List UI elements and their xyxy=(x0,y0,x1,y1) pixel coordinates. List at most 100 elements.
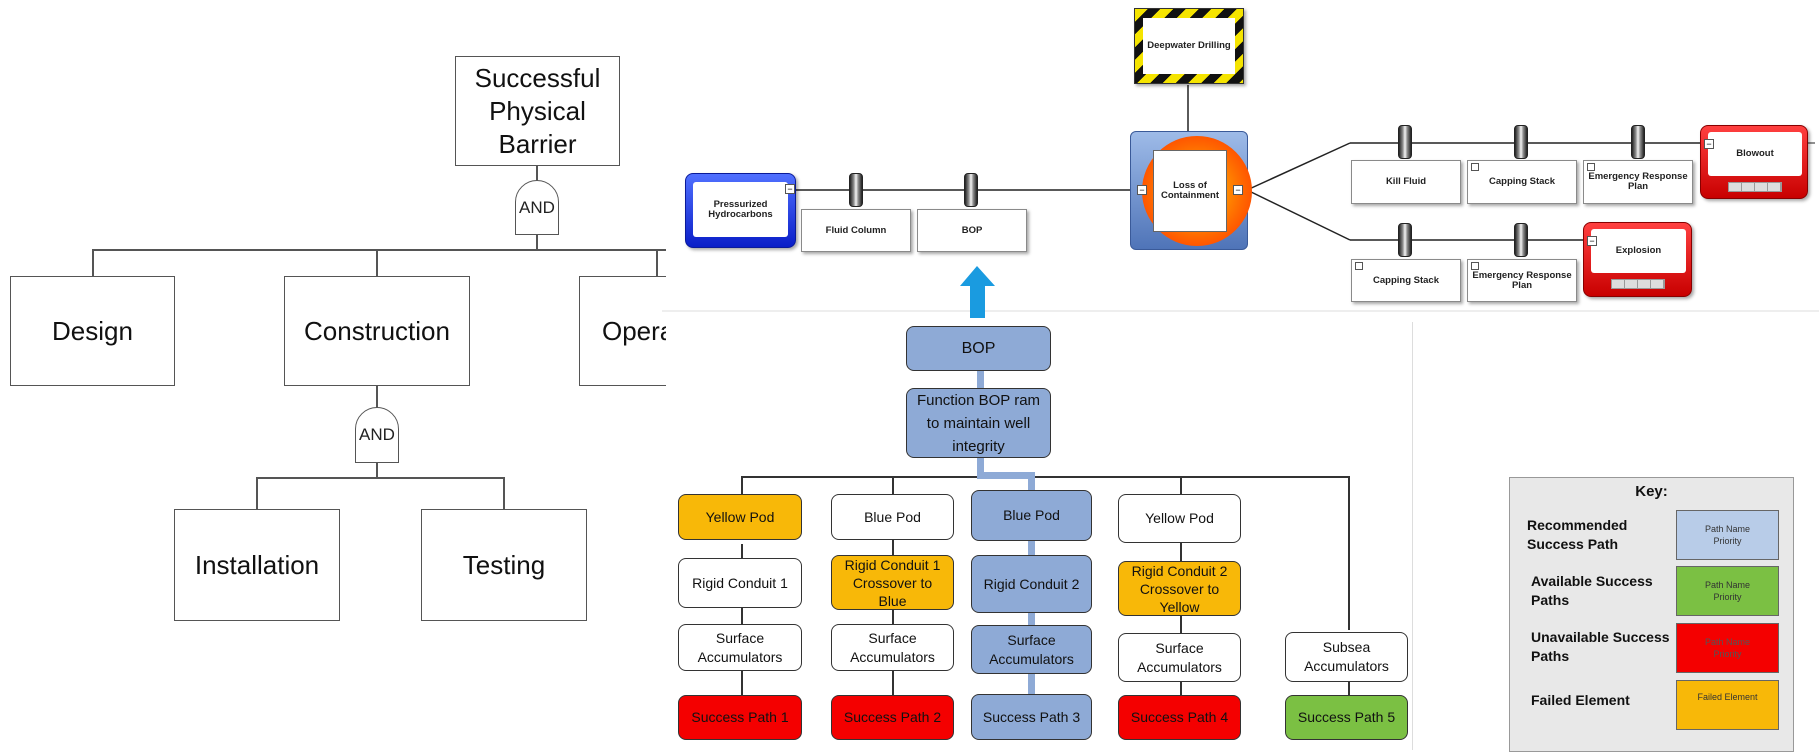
connector xyxy=(536,235,538,249)
node-success-path-3[interactable]: Success Path 3 xyxy=(971,694,1092,740)
connector xyxy=(1180,476,1182,494)
collapse-icon[interactable]: − xyxy=(1137,185,1147,195)
connector xyxy=(1348,476,1350,630)
mitigation-emergency-response[interactable]: Emergency Response Plan xyxy=(1583,160,1693,204)
document-icon xyxy=(1471,163,1479,171)
mitigation-capping-stack-lower[interactable]: Capping Stack xyxy=(1351,259,1461,302)
document-icon xyxy=(1471,262,1479,270)
node-bop[interactable]: BOP xyxy=(906,326,1051,371)
connector xyxy=(741,671,743,695)
collapse-icon[interactable]: − xyxy=(785,184,795,194)
node-function-bop[interactable]: Function BOP ram to maintain well integr… xyxy=(906,388,1051,458)
legend: Key: Recommended Success Path Path Name … xyxy=(1509,477,1794,752)
connector xyxy=(741,476,743,506)
hazard-label: Deepwater Drilling xyxy=(1143,18,1235,74)
recommended-path-trace xyxy=(1028,674,1035,696)
hazard-box[interactable]: Deepwater Drilling xyxy=(1134,8,1244,84)
document-icon xyxy=(1587,163,1595,171)
mitigation-capping-stack[interactable]: Capping Stack xyxy=(1467,160,1577,204)
node-rigid-conduit-2[interactable]: Rigid Conduit 2 xyxy=(971,555,1092,613)
node-surface-accumulators-4[interactable]: Surface Accumulators xyxy=(1118,633,1241,682)
mitigation-kill-fluid[interactable]: Kill Fluid xyxy=(1351,160,1461,204)
recommended-path-trace xyxy=(1028,540,1035,556)
node-blue-pod-2[interactable]: Blue Pod xyxy=(831,494,954,540)
legend-title: Key: xyxy=(1635,483,1668,500)
node-blue-pod-3[interactable]: Blue Pod xyxy=(971,490,1092,541)
fault-tree-top-event: Successful Physical Barrier xyxy=(455,56,620,166)
node-rigid-conduit-1[interactable]: Rigid Conduit 1 xyxy=(678,558,802,608)
connector xyxy=(1180,682,1182,695)
consequence-explosion-label: Explosion xyxy=(1591,229,1686,273)
connector xyxy=(92,249,94,276)
collapse-icon[interactable]: − xyxy=(1233,185,1243,195)
fault-tree-testing: Testing xyxy=(421,509,587,621)
top-event[interactable]: Loss of Containment − − xyxy=(1130,131,1252,250)
node-success-path-4[interactable]: Success Path 4 xyxy=(1118,695,1241,740)
consequence-explosion[interactable]: Explosion − xyxy=(1583,222,1692,297)
node-yellow-pod-1[interactable]: Yellow Pod xyxy=(678,494,802,540)
barrier-handle xyxy=(964,173,978,207)
barrier-handle xyxy=(849,173,863,207)
connector xyxy=(656,249,658,276)
connector xyxy=(1348,682,1350,695)
arrow-up-icon xyxy=(960,266,995,318)
consequence-blowout-label: Blowout xyxy=(1708,132,1802,176)
barrier-handle xyxy=(1631,125,1645,159)
barrier-handle xyxy=(1514,125,1528,159)
recommended-path-trace xyxy=(977,456,984,476)
connector xyxy=(892,476,894,506)
collapse-icon[interactable]: − xyxy=(1704,139,1714,149)
consequence-blowout[interactable]: Blowout − xyxy=(1700,125,1808,199)
legend-swatch-unavailable: Path Name Priority xyxy=(1676,623,1779,673)
connector xyxy=(741,476,1349,478)
risk-matrix-icon xyxy=(1611,279,1665,289)
node-surface-accumulators-1[interactable]: Surface Accumulators xyxy=(678,624,802,671)
connector xyxy=(256,477,258,509)
connector xyxy=(92,249,666,251)
connector xyxy=(892,608,894,624)
connector xyxy=(1180,616,1182,633)
connector xyxy=(741,544,743,558)
barrier-fluid-column[interactable]: Fluid Column xyxy=(801,209,911,252)
risk-matrix-icon xyxy=(1728,182,1782,192)
node-success-path-1[interactable]: Success Path 1 xyxy=(678,695,802,740)
fault-tree-operation-clip: Opera xyxy=(578,270,666,395)
legend-label-recommended: Recommended Success Path xyxy=(1527,517,1628,552)
legend-swatch-available: Path Name Priority xyxy=(1676,566,1779,616)
connector xyxy=(376,249,378,276)
fault-tree-construction: Construction xyxy=(284,276,470,386)
node-rigid-conduit-2-crossover[interactable]: Rigid Conduit 2 Crossover to Yellow xyxy=(1118,561,1241,616)
legend-label-available: Available Success Paths xyxy=(1531,573,1653,608)
node-success-path-2[interactable]: Success Path 2 xyxy=(831,695,954,740)
connector xyxy=(741,608,743,624)
recommended-path-trace xyxy=(977,370,984,390)
barrier-handle xyxy=(1398,223,1412,257)
connector xyxy=(536,166,538,181)
connector xyxy=(376,463,378,477)
legend-swatch-recommended: Path Name Priority xyxy=(1676,510,1779,560)
barrier-handle xyxy=(1398,125,1412,159)
connector xyxy=(892,671,894,695)
connector xyxy=(1180,543,1182,561)
node-surface-accumulators-3[interactable]: Surface Accumulators xyxy=(971,625,1092,674)
collapse-icon[interactable]: − xyxy=(1587,236,1597,246)
recommended-path-trace xyxy=(977,472,1035,479)
document-icon xyxy=(1355,262,1363,270)
node-yellow-pod-4[interactable]: Yellow Pod xyxy=(1118,494,1241,543)
barrier-bop[interactable]: BOP xyxy=(917,209,1027,252)
node-rigid-conduit-1-crossover[interactable]: Rigid Conduit 1 Crossover to Blue xyxy=(831,555,954,610)
fault-tree-operation: Opera xyxy=(579,276,666,386)
threat-box[interactable]: Pressurized Hydrocarbons − xyxy=(685,173,796,248)
connector xyxy=(892,540,894,558)
barrier-handle xyxy=(1514,223,1528,257)
legend-label-unavailable: Unavailable Success Paths xyxy=(1531,629,1670,664)
and-gate: AND xyxy=(355,407,399,463)
connector xyxy=(376,386,378,408)
node-success-path-5[interactable]: Success Path 5 xyxy=(1285,695,1408,740)
mitigation-emergency-response-lower[interactable]: Emergency Response Plan xyxy=(1467,259,1577,302)
top-event-label: Loss of Containment xyxy=(1153,150,1227,232)
connector xyxy=(503,477,505,509)
node-surface-accumulators-2[interactable]: Surface Accumulators xyxy=(831,624,954,671)
legend-swatch-failed: Failed Element xyxy=(1676,680,1779,730)
node-subsea-accumulators[interactable]: Subsea Accumulators xyxy=(1285,632,1408,682)
